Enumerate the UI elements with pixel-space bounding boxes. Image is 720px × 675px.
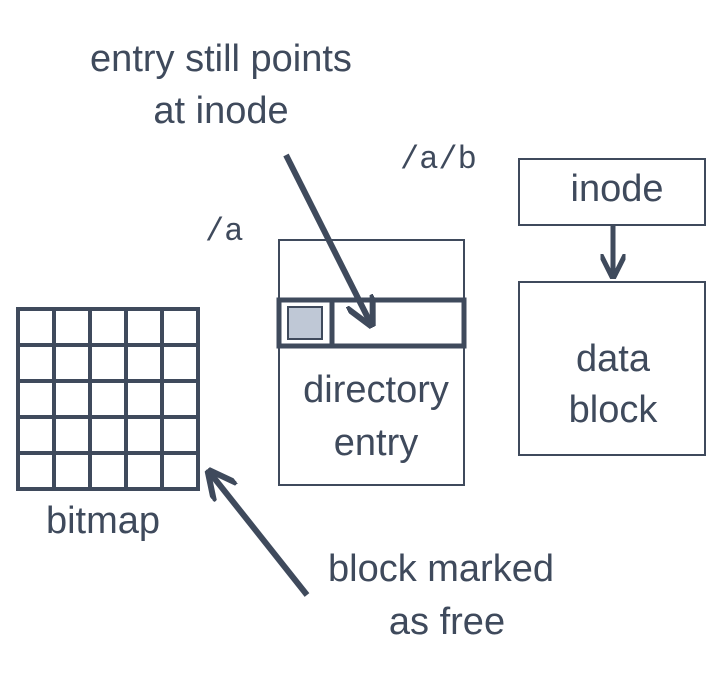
directory-label-line-2: entry (334, 422, 418, 464)
path-file-label: /a/b (400, 141, 477, 178)
bottom-note-line-2: as free (389, 601, 505, 643)
data-block-box (518, 281, 706, 456)
top-note-line-1: entry still points (90, 38, 352, 80)
free-block-arrow (211, 474, 310, 597)
entry-pointer-arrow (283, 153, 370, 322)
top-note-line-2: at inode (153, 90, 288, 132)
bitmap-label: bitmap (46, 500, 160, 542)
inode-number-cell (287, 306, 323, 340)
bitmap-grid (16, 307, 200, 491)
bitmap-border (16, 307, 200, 491)
data-block-label-line-2: block (569, 389, 659, 431)
directory-block (278, 239, 465, 486)
path-dir-label: /a (205, 213, 243, 250)
directory-label-line-1: directory (303, 369, 449, 411)
data-block-label-line-1: data (576, 338, 651, 380)
bottom-note-line-1: block marked (328, 548, 554, 590)
inode-label: inode (571, 168, 664, 210)
